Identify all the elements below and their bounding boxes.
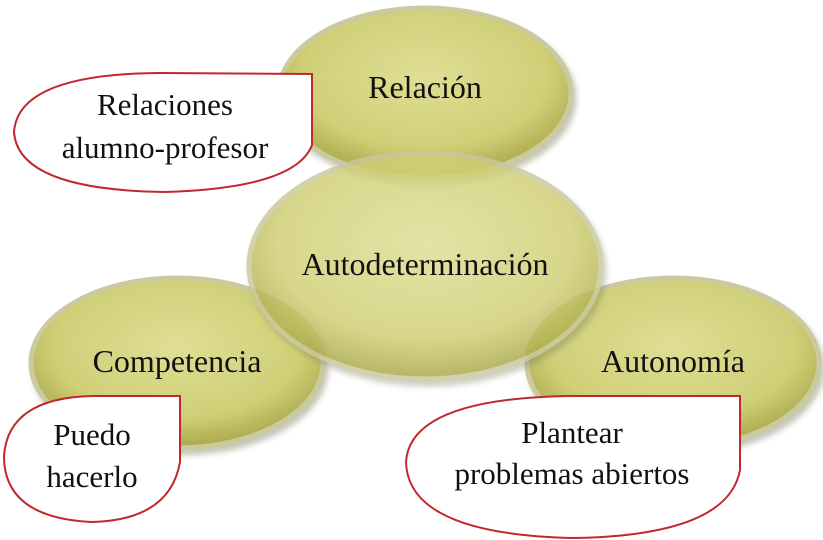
callout-autonomia-line-2: problemas abiertos [454, 456, 689, 491]
callout-competencia-line-1: Puedo [53, 417, 131, 452]
node-autodeterminacion [246, 150, 604, 382]
callout-competencia-line-2: hacerlo [46, 459, 137, 494]
callout-autonomia: Plantear problemas abiertos [404, 395, 741, 540]
callout-competencia: Puedo hacerlo [2, 395, 181, 524]
node-autonomia-label: Autonomía [601, 343, 745, 379]
callout-relacion-line-2: alumno-profesor [62, 130, 269, 165]
callout-relacion-line-1: Relaciones [97, 87, 233, 122]
node-autodeterminacion-label: Autodeterminación [301, 246, 548, 282]
node-relacion-label: Relación [368, 69, 482, 105]
callout-relacion: Relaciones alumno-profesor [12, 71, 313, 194]
node-competencia-label: Competencia [93, 343, 262, 379]
callout-autonomia-line-1: Plantear [521, 415, 623, 450]
